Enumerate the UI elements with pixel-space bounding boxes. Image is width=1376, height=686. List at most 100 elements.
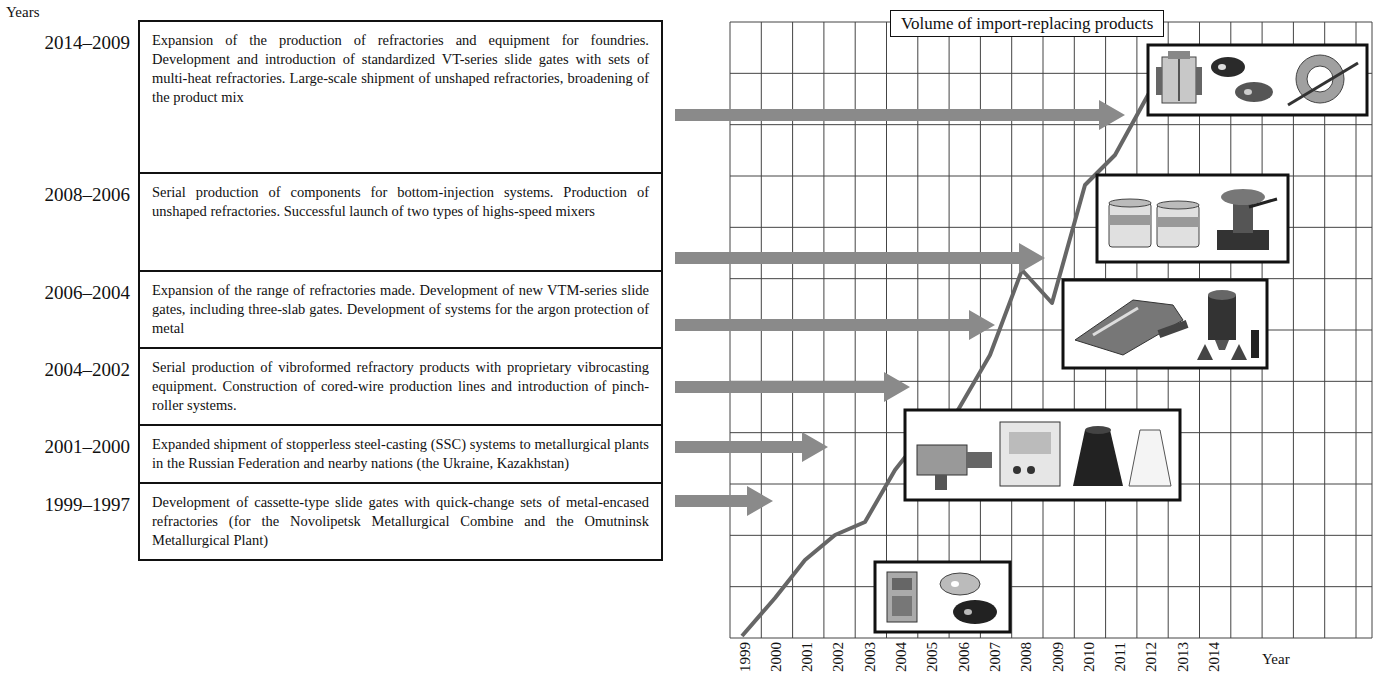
entry-text: Expansion of the production of refractor… [140,22,661,115]
year-range: 2006–2004 [0,282,130,305]
axis-tick-label: 2013 [1175,642,1192,682]
pointer-arrow [675,486,773,516]
pointer-arrow [675,432,828,462]
entry-frame: Expansion of the production of refractor… [138,20,663,174]
illustration-part [1168,51,1190,59]
entry-frame: Development of cassette-type slide gates… [138,482,663,561]
pointer-arrow [675,310,995,340]
product-photo [1148,45,1367,115]
illustration-part [1162,57,1196,103]
illustration-part [1178,59,1180,101]
illustration-part [953,600,997,624]
illustration-part [967,452,992,468]
illustration-part [1013,466,1021,474]
illustration-part [1249,199,1277,207]
axis-tick-label: 2010 [1081,642,1098,682]
illustration-part [1208,290,1236,300]
product-photo [1063,280,1267,368]
illustration-part [875,562,1010,632]
pointer-arrows [675,100,1125,516]
entry-text: Expanded shipment of stopperless steel-c… [140,426,661,482]
illustration-part [1208,295,1236,340]
illustration-part [1073,430,1123,486]
illustration-part [1244,89,1252,95]
chart-title: Volume of import-replacing products [891,11,1163,36]
illustration-part [892,596,912,616]
grid-line [730,535,1372,536]
entry-frame: Serial production of vibroformed refract… [138,347,663,426]
illustration-part [917,445,967,475]
illustration-part [1157,205,1199,247]
timeline-entry: Expansion of the production of refractor… [0,20,663,174]
illustration-part [1085,426,1111,434]
illustration-part [935,475,947,490]
axis-tick-label: 2003 [862,642,879,682]
illustration-part [1093,308,1138,335]
entry-text: Development of cassette-type slide gates… [140,484,661,559]
entry-text: Serial production of vibroformed refract… [140,349,661,424]
illustration-part [1097,175,1288,262]
illustration-part [1063,280,1267,368]
pointer-arrow [675,372,910,402]
illustration-part [1196,67,1202,95]
axis-tick-label: 2009 [1050,642,1067,682]
chart-title-box: Volume of import-replacing products [890,10,1164,37]
illustration-part [1211,57,1245,77]
illustration-part [887,572,917,622]
year-range: 1999–1997 [0,494,130,517]
illustration-part [1109,199,1151,207]
illustration-part [892,578,912,590]
grid-line [730,638,1372,639]
product-photo [1097,175,1288,262]
illustration-part [964,609,972,615]
grid-line [730,278,1372,279]
pointer-arrow [675,243,1045,273]
illustration-part [1009,432,1051,454]
illustration-part [1156,67,1162,95]
illustration-part [951,581,959,587]
product-photo [905,410,1180,500]
axis-tick-label: 2011 [1112,642,1129,682]
illustration-part [1221,189,1265,205]
illustration-part [940,573,980,595]
axis-tick-label: 2007 [987,642,1004,682]
entry-frame: Expanded shipment of stopperless steel-c… [138,424,663,484]
illustration-part [1251,330,1259,358]
illustration-part [1129,430,1171,486]
illustration-part [1288,63,1358,105]
year-range: 2001–2000 [0,436,130,459]
illustration-part [1148,45,1367,115]
axis-tick-label: 2008 [1018,642,1035,682]
pointer-arrow [675,100,1125,130]
illustration-part [1109,215,1151,225]
axis-tick-label: 2000 [768,642,785,682]
axis-tick-label: 2012 [1143,642,1160,682]
year-range: 2014–2009 [0,32,130,55]
illustration-part [1158,320,1189,338]
entry-text: Serial production of components for bott… [140,174,661,230]
product-photos [875,45,1367,632]
illustration-part [1000,422,1060,486]
axis-tick-label: 2001 [799,642,816,682]
timeline-entry: Development of cassette-type slide gates… [0,482,663,561]
illustration-part [1197,344,1213,360]
axis-tick-label: 2004 [893,642,910,682]
entry-text: Expansion of the range of refractories m… [140,272,661,347]
axis-tick-label: 1999 [737,642,754,682]
year-range: 2004–2002 [0,359,130,382]
axis-tick-label: 2005 [924,642,941,682]
illustration-part [1231,344,1247,360]
axis-title: Years [6,3,39,21]
illustration-part [1157,217,1199,227]
product-photo [875,562,1010,632]
axis-title: Year [1262,650,1290,668]
entry-frame: Serial production of components for bott… [138,172,663,272]
timeline-entry: Serial production of components for bott… [0,172,663,272]
timeline-entry: Serial production of vibroformed refract… [0,347,663,426]
timeline-entry: Expansion of the range of refractories m… [0,270,663,349]
illustration-part [1027,466,1035,474]
illustration-part [1215,340,1229,350]
axis-tick-label: 2014 [1206,642,1223,682]
illustration-part [905,410,1180,500]
